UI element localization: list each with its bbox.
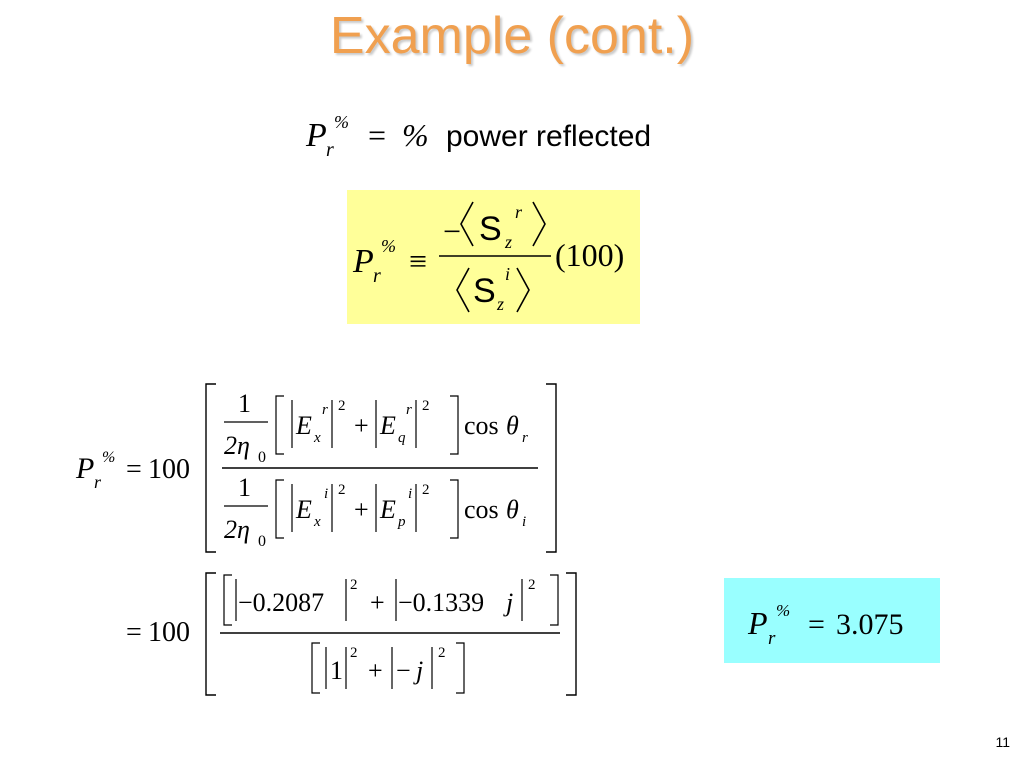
- eq3-num-plus: +: [354, 411, 369, 440]
- equation-percent-reflected: P r % ≡ − S z r S z i (100): [352, 201, 624, 314]
- eq4-den-minus: −: [396, 656, 411, 685]
- eq4-equals: =: [126, 617, 142, 648]
- eq3-coef: 100: [148, 454, 190, 485]
- eq4-num-rbracket: [550, 574, 559, 626]
- eq3-num-Eq: E: [379, 411, 396, 440]
- eq4-num-lbracket: [223, 574, 232, 626]
- eq4-num-sq1: 2: [350, 577, 358, 593]
- eq3-den-2eta: 2η: [224, 515, 250, 544]
- eq4-den-sq2: 2: [438, 645, 446, 661]
- eq2-r-top: r: [515, 202, 523, 222]
- eq4-den-sq1: 2: [350, 645, 358, 661]
- result-equals: =: [808, 608, 825, 641]
- eq3-num-rbracket: [450, 395, 459, 455]
- eq3-num-lbracket: [275, 395, 284, 455]
- eq4-den-plus: +: [368, 656, 383, 685]
- equation-expanded: P r % = 100 1 2η 0 E x r 2 + E q r 2 cos…: [75, 383, 557, 553]
- eq3-num-theta: θ: [506, 411, 519, 440]
- eq4-den-lbracket: [311, 642, 320, 694]
- eq4-right-bracket: [566, 572, 577, 696]
- eq3-den-sq2: 2: [422, 482, 430, 498]
- equation-result: P r % = 3.075: [747, 601, 904, 649]
- eq3-num-Ex: E: [295, 411, 312, 440]
- eq4-coef: 100: [148, 617, 190, 648]
- eq3-num-sq2: 2: [422, 398, 430, 414]
- eq3-den-i1: i: [324, 486, 328, 502]
- equation-definition: P r % = % power reflected: [305, 112, 651, 161]
- result-P: P: [747, 605, 768, 641]
- eq3-num-sq1: 2: [338, 398, 346, 414]
- eq2-equiv: ≡: [409, 243, 427, 279]
- highlight-box-definition: [347, 190, 640, 324]
- eq3-sup-pct: %: [102, 449, 115, 466]
- eq2-sup-pct: %: [381, 236, 396, 256]
- eq4-num-plus: +: [370, 588, 385, 617]
- eq3-P: P: [75, 452, 94, 485]
- eq4-den-j: j: [413, 656, 423, 685]
- eq3-den-x: x: [313, 514, 321, 530]
- eq2-factor: (100): [555, 237, 624, 273]
- result-sup-pct: %: [776, 601, 790, 620]
- eq3-num-cos: cos: [464, 411, 499, 440]
- result-value: 3.075: [836, 608, 904, 641]
- eq3-num-r1: r: [322, 402, 328, 418]
- eq4-num-sq2: 2: [528, 577, 536, 593]
- equation-numeric: = 100 −0.2087 2 + −0.1339 j 2 1 2 + − j …: [126, 572, 577, 696]
- eq3-den-plus: +: [354, 495, 369, 524]
- eq4-num-a: −0.2087: [238, 588, 324, 617]
- eq3-den-Ex: E: [295, 495, 312, 524]
- eq2-P: P: [352, 243, 374, 280]
- result-sub-r: r: [768, 628, 776, 649]
- eq3-den-Ep: E: [379, 495, 396, 524]
- eq3-den-lbracket: [275, 479, 284, 539]
- eq3-num-x: x: [313, 430, 321, 446]
- eq2-rangle-top: [532, 201, 546, 247]
- eq1-sub-r: r: [326, 139, 334, 161]
- eq3-left-bracket: [205, 383, 216, 553]
- eq1-sup-pct: %: [334, 112, 349, 132]
- eq4-den-rbracket: [456, 642, 465, 694]
- eq2-S-top: S: [479, 210, 502, 248]
- eq3-num-2eta: 2η: [224, 431, 250, 460]
- page-number: 11: [995, 734, 1010, 750]
- eq3-den-theta-i: i: [522, 514, 526, 530]
- eq2-i-bottom: i: [505, 264, 510, 284]
- eq1-P: P: [305, 117, 327, 154]
- eq4-den-a: 1: [330, 656, 343, 685]
- eq1-percent: %: [402, 117, 429, 153]
- eq3-den-one: 1: [238, 473, 251, 502]
- eq3-den-i2: i: [408, 486, 412, 502]
- eq3-sub-r: r: [94, 472, 102, 492]
- eq4-num-j: j: [503, 588, 513, 617]
- eq2-z-top: z: [504, 232, 512, 252]
- eq2-sub-r: r: [373, 265, 381, 287]
- eq3-den-theta: θ: [506, 495, 519, 524]
- eq2-rangle-bottom: [516, 267, 530, 313]
- eq4-left-bracket: [205, 572, 216, 696]
- highlight-box-result: [724, 578, 940, 663]
- eq3-den-p: p: [397, 514, 406, 530]
- eq3-num-r2: r: [406, 402, 412, 418]
- eq1-equals: =: [368, 117, 386, 153]
- eq3-num-q: q: [398, 430, 406, 446]
- eq2-langle-top: [460, 201, 474, 247]
- eq2-minus: −: [443, 213, 461, 249]
- eq3-equals: =: [126, 454, 142, 485]
- eq3-num-eta-sub: 0: [258, 449, 266, 466]
- eq2-langle-bottom: [456, 267, 470, 313]
- eq3-den-eta-sub: 0: [258, 533, 266, 550]
- eq1-text: power reflected: [446, 120, 651, 153]
- slide-title: Example (cont.): [329, 7, 695, 65]
- eq3-den-cos: cos: [464, 495, 499, 524]
- eq3-den-rbracket: [450, 479, 459, 539]
- eq3-num-theta-r: r: [522, 430, 528, 446]
- eq2-S-bottom: S: [473, 272, 496, 310]
- eq3-right-bracket: [546, 383, 557, 553]
- eq3-den-sq1: 2: [338, 482, 346, 498]
- eq2-z-bottom: z: [496, 294, 504, 314]
- eq4-num-b: −0.1339: [398, 588, 484, 617]
- eq3-num-one: 1: [238, 389, 251, 418]
